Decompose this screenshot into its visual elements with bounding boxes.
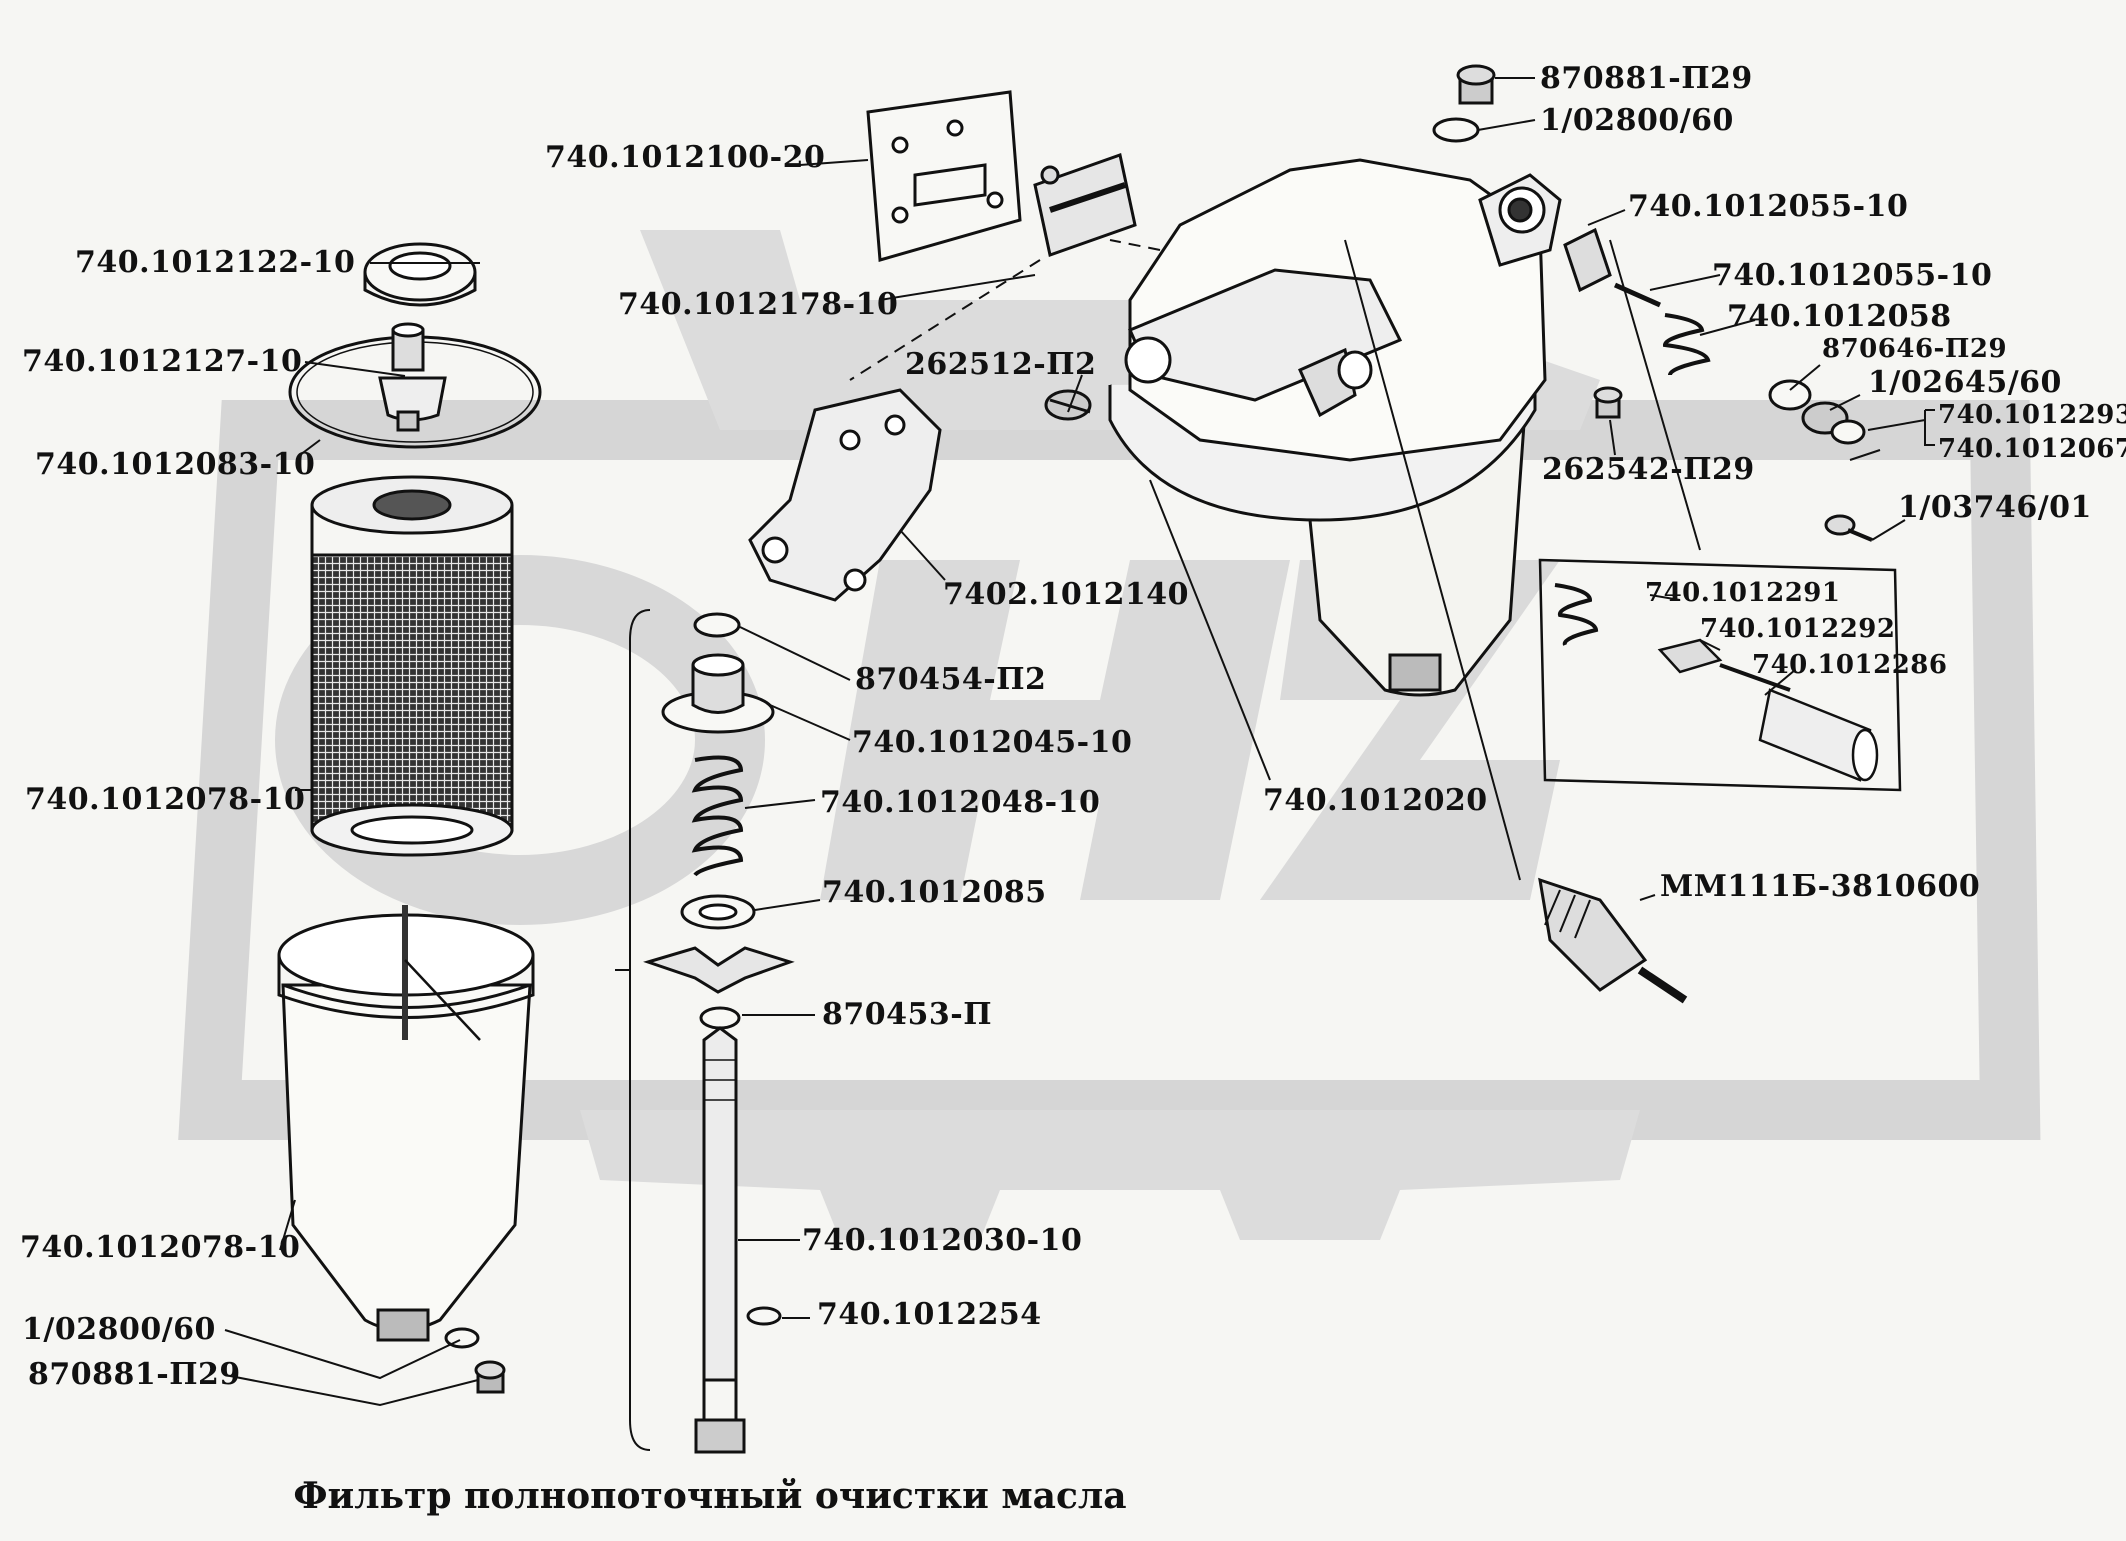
label-740-1012030-10: 740.1012030-10 [802, 1223, 1083, 1258]
screw-1-03746 [1824, 514, 1873, 542]
label-870881-p29-bottom: 870881-П29 [28, 1357, 241, 1392]
label-740-1012055-10-b: 740.1012055-10 [1712, 258, 1993, 293]
spring-part [691, 755, 744, 877]
spacer-block-part [1033, 153, 1137, 257]
label-740-1012083-10: 740.1012083-10 [35, 447, 316, 482]
filter-body-part [1108, 158, 1562, 697]
drain-plug-part [474, 1360, 506, 1394]
label-740-1012127-10: 740.1012127-10 [22, 344, 303, 379]
seal-ring-870454 [693, 612, 741, 638]
filter-housing-part [277, 905, 535, 1342]
label-1-02645-60: 1/02645/60 [1868, 365, 2062, 400]
label-740-1012178-10: 740.1012178-10 [618, 287, 899, 322]
valve-chain-part [1563, 227, 1866, 445]
center-bolt-part [694, 1026, 746, 1454]
label-740-1012085: 740.1012085 [822, 875, 1047, 910]
label-870453-p: 870453-П [822, 997, 993, 1032]
label-1-03746-01: 1/03746/01 [1898, 490, 2092, 525]
figure-caption: Фильтр полнопоточный очистки масла [293, 1475, 1127, 1517]
label-1-02800-60-top: 1/02800/60 [1540, 103, 1734, 138]
pressure-sensor-part [1538, 877, 1688, 1004]
label-1-02800-60-bottom: 1/02800/60 [22, 1312, 216, 1347]
gasket-plate-part [866, 90, 1022, 262]
valve-seat-part [661, 653, 775, 734]
label-740-1012254: 740.1012254 [817, 1297, 1042, 1332]
wing-plate-part [643, 946, 795, 994]
label-262542-p29: 262542-П29 [1542, 452, 1755, 487]
label-740-1012078-10-element: 740.1012078-10 [25, 782, 306, 817]
label-7402-1012140: 7402.1012140 [943, 577, 1190, 612]
label-740-1012293: 740.1012293 [1938, 400, 2126, 430]
top-plug-870881 [1456, 64, 1496, 105]
label-740-1012291: 740.1012291 [1645, 578, 1841, 608]
washer-740-1012254 [746, 1306, 782, 1326]
label-740-1012058: 740.1012058 [1727, 299, 1952, 334]
label-740-1012122-10: 740.1012122-10 [75, 245, 356, 280]
label-740-1012286: 740.1012286 [1752, 650, 1948, 680]
rubber-ring-part [363, 242, 477, 307]
bypass-valve-part [378, 322, 447, 432]
label-740-1012078-10-housing: 740.1012078-10 [20, 1230, 301, 1265]
screw-262512 [1044, 389, 1092, 421]
label-740-1012020: 740.1012020 [1263, 783, 1488, 818]
label-740-1012067: 740.1012067 [1938, 434, 2126, 464]
mounting-bracket-part [748, 388, 942, 602]
screw-262542 [1593, 386, 1623, 419]
label-740-1012045-10: 740.1012045-10 [852, 725, 1133, 760]
label-870646-p29: 870646-П29 [1822, 334, 2008, 364]
label-740-1012048-10: 740.1012048-10 [820, 785, 1101, 820]
bolt-assembly-bracket [629, 609, 651, 1451]
label-262512-p2: 262512-П2 [905, 347, 1097, 382]
valve-detail-inset [1538, 558, 1902, 792]
label-870454-p2: 870454-П2 [855, 662, 1047, 697]
label-740-1012055-10-a: 740.1012055-10 [1628, 189, 1909, 224]
label-870881-p29-top: 870881-П29 [1540, 61, 1753, 96]
label-mm111b-3810600: ММ111Б-3810600 [1660, 869, 1981, 904]
top-washer-1-02800 [1432, 117, 1480, 143]
label-740-1012100-20: 740.1012100-20 [545, 140, 826, 175]
washer-870453 [699, 1006, 741, 1030]
filter-element-part [310, 475, 514, 857]
label-740-1012292: 740.1012292 [1700, 614, 1896, 644]
